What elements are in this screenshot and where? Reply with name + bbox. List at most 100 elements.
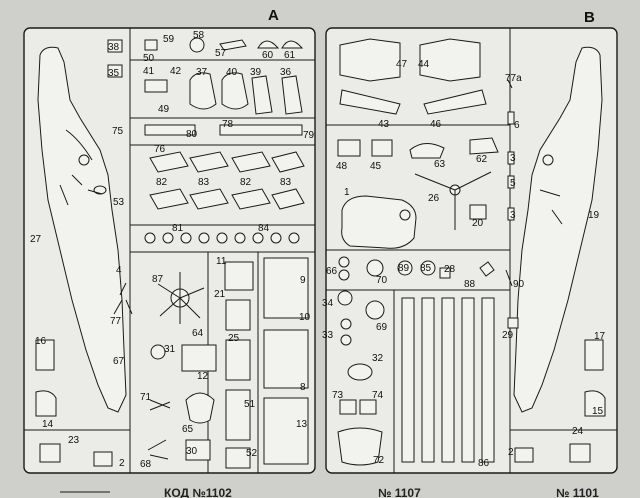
- part-label-b77a: 77а: [505, 73, 522, 84]
- part-label-a52: 52: [246, 448, 258, 459]
- part-label-a12: 12: [197, 371, 209, 382]
- part-label-a2: 2: [119, 458, 125, 469]
- sprue-letter-b: B: [584, 9, 595, 26]
- part-label-a84: 84: [258, 223, 270, 234]
- part-label-b3a: 3: [510, 153, 516, 164]
- part-label-a40: 40: [226, 67, 238, 78]
- part-label-a82a: 82: [156, 177, 168, 188]
- part-label-a21: 21: [214, 289, 226, 300]
- part-label-b69: 69: [376, 322, 388, 333]
- part-label-a78: 78: [222, 119, 234, 130]
- part-label-a65: 65: [182, 424, 194, 435]
- footer-code-mid: № 1107: [378, 486, 421, 498]
- part-label-b26: 26: [428, 193, 440, 204]
- part-label-a64: 64: [192, 328, 204, 339]
- part-label-b33: 33: [322, 330, 334, 341]
- part-label-a68: 68: [140, 459, 152, 470]
- part-label-a11: 11: [216, 256, 227, 267]
- part-label-b45: 45: [370, 161, 382, 172]
- part-label-b88: 88: [464, 279, 476, 290]
- part-label-b63: 63: [434, 159, 446, 170]
- sprue-letter-a: A: [268, 7, 279, 24]
- part-label-b24: 24: [572, 426, 584, 437]
- part-label-a14: 14: [42, 419, 54, 430]
- part-label-b85: 85: [420, 263, 432, 274]
- part-11-21: [224, 261, 254, 291]
- part-label-b62: 62: [476, 154, 488, 165]
- fuselage-half-left: [37, 46, 127, 413]
- part-label-b43: 43: [378, 119, 390, 130]
- footer-code-left: КОД №1102: [164, 486, 232, 498]
- part-label-b86: 86: [478, 458, 490, 469]
- part-label-b3b: 3: [510, 210, 516, 221]
- part-label-a82b: 82: [240, 177, 252, 188]
- footer-code-right: № 1101: [556, 486, 599, 498]
- part-label-a37: 37: [196, 67, 208, 78]
- part-label-b19: 19: [588, 210, 600, 221]
- part-label-a13: 13: [296, 419, 308, 430]
- part-label-a27: 27: [30, 234, 42, 245]
- fuselage-half-right: [513, 46, 603, 413]
- part-label-a23: 23: [68, 435, 80, 446]
- part-label-a76: 76: [154, 144, 166, 155]
- part-label-a38: 38: [108, 42, 120, 53]
- part-label-b34: 34: [322, 298, 334, 309]
- part-label-b66: 66: [326, 266, 338, 277]
- part-label-b47: 47: [396, 59, 408, 70]
- part-label-a61: 61: [284, 50, 296, 61]
- part-label-b44: 44: [418, 59, 430, 70]
- part-label-b90: 90: [513, 279, 525, 290]
- part-label-a35: 35: [108, 68, 120, 79]
- part-label-a41: 41: [143, 66, 155, 77]
- part-label-a80: 80: [186, 129, 198, 140]
- part-label-a59: 59: [163, 34, 175, 45]
- part-label-a42: 42: [170, 66, 182, 77]
- part-label-b74: 74: [372, 390, 384, 401]
- part-label-b15: 15: [592, 406, 604, 417]
- part-label-b70: 70: [376, 275, 388, 286]
- part-label-a83b: 83: [280, 177, 292, 188]
- part-label-a75: 75: [112, 126, 124, 137]
- part-label-a71: 71: [140, 392, 152, 403]
- part-label-b17: 17: [594, 331, 606, 342]
- part-label-a10: 10: [299, 312, 311, 323]
- part-label-a16: 16: [35, 336, 47, 347]
- part-label-a8: 8: [300, 382, 306, 393]
- part-label-b89: 89: [398, 263, 410, 274]
- part-label-a49: 49: [158, 104, 170, 115]
- part-label-a57: 57: [215, 48, 227, 59]
- part-label-a87: 87: [152, 274, 164, 285]
- part-label-a60: 60: [262, 50, 274, 61]
- part-label-b1: 1: [344, 187, 350, 198]
- part-label-b46: 46: [430, 119, 442, 130]
- part-label-a4: 4: [116, 265, 122, 276]
- sprue-b: [325, 27, 618, 474]
- part-label-a31: 31: [164, 344, 176, 355]
- part-label-b6: 6: [514, 120, 520, 131]
- part-label-a25: 25: [228, 333, 240, 344]
- part-label-b2: 2: [508, 447, 514, 458]
- part-label-a79: 79: [303, 130, 315, 141]
- part-label-b29: 29: [502, 330, 514, 341]
- part-label-a36: 36: [280, 67, 292, 78]
- part-label-b73: 73: [332, 390, 344, 401]
- part-label-b28: 28: [444, 264, 456, 275]
- part-label-a53: 53: [113, 197, 125, 208]
- part-label-a81: 81: [172, 223, 184, 234]
- part-label-b20: 20: [472, 218, 484, 229]
- cabin-part-1: [341, 195, 417, 249]
- part-label-a51: 51: [244, 399, 256, 410]
- part-label-b5: 5: [510, 178, 516, 189]
- part-label-a50: 50: [143, 53, 155, 64]
- part-label-a58: 58: [193, 30, 205, 41]
- part-label-b32: 32: [372, 353, 384, 364]
- part-label-a67: 67: [113, 356, 125, 367]
- sprue-a: [23, 27, 316, 474]
- part-label-a9: 9: [300, 275, 306, 286]
- part-label-a77: 77: [110, 316, 122, 327]
- part-label-b48: 48: [336, 161, 348, 172]
- part-label-b72: 72: [373, 455, 385, 466]
